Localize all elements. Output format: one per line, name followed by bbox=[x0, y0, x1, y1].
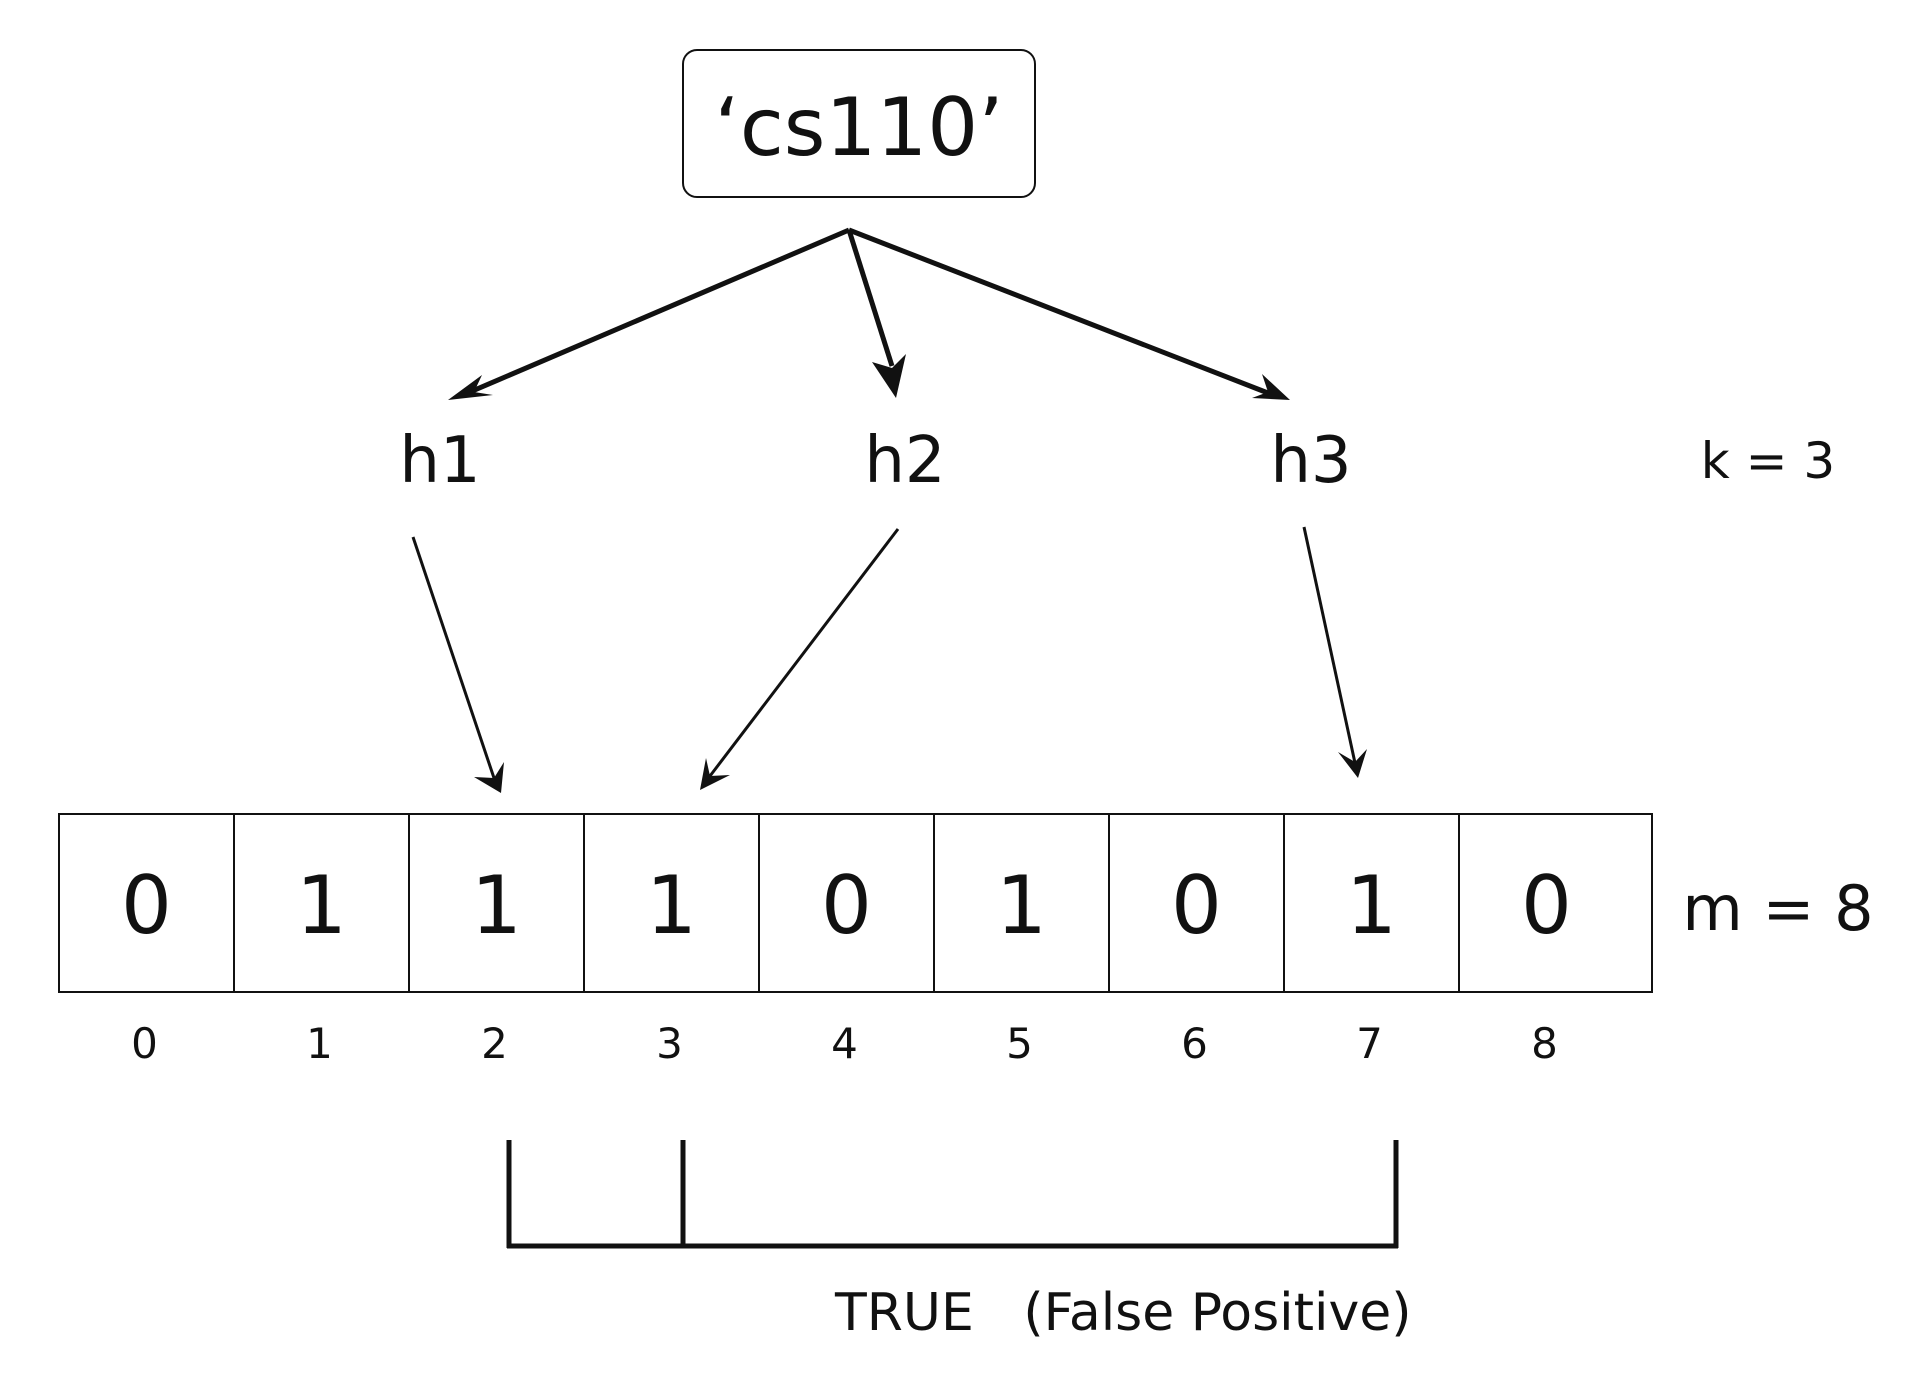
arrow-h2-to-bit bbox=[708, 528, 900, 777]
arrow-h3-to-bit bbox=[1302, 526, 1357, 764]
result-bracket bbox=[506, 1140, 1399, 1249]
bit-index-label: 3 bbox=[656, 1019, 683, 1068]
bit-cell bbox=[233, 813, 410, 993]
arrowhead-h1 bbox=[448, 375, 493, 400]
bit-cell bbox=[758, 813, 935, 993]
arrow-key-to-h2 bbox=[846, 229, 895, 367]
bit-value: 0 bbox=[1521, 859, 1572, 952]
bit-cell bbox=[1283, 813, 1460, 993]
m-label: m = 8 bbox=[1682, 872, 1873, 945]
key-box bbox=[682, 49, 1036, 198]
bit-array: 0 0 1 1 1 2 1 3 0 4 1 5 0 6 1 7 0 8 bbox=[58, 813, 1653, 1068]
arrow-h1-to-bit bbox=[411, 536, 496, 779]
bit-cell bbox=[933, 813, 1110, 993]
arrowhead-h2 bbox=[872, 354, 906, 398]
bit-value: 1 bbox=[1346, 859, 1397, 952]
bit-index-label: 8 bbox=[1531, 1019, 1558, 1068]
bit-value: 1 bbox=[471, 859, 522, 952]
bit-value: 0 bbox=[821, 859, 872, 952]
bit-index-label: 1 bbox=[306, 1019, 333, 1068]
bit-index-label: 7 bbox=[1356, 1019, 1383, 1068]
key-to-hash-arrowheads bbox=[448, 354, 1290, 400]
hash-label-h2: h2 bbox=[864, 424, 945, 498]
bit-index-label: 5 bbox=[1006, 1019, 1033, 1068]
bit-index-label: 0 bbox=[131, 1019, 158, 1068]
arrow-key-to-h1 bbox=[469, 227, 850, 395]
k-label: k = 3 bbox=[1701, 432, 1835, 490]
bit-value: 0 bbox=[1171, 859, 1222, 952]
bit-cell bbox=[1458, 813, 1653, 993]
bit-value: 1 bbox=[296, 859, 347, 952]
bit-cell bbox=[408, 813, 585, 993]
bit-value: 0 bbox=[121, 859, 172, 952]
arrowhead-bit-2 bbox=[474, 762, 504, 793]
arrowhead-bit-3 bbox=[700, 758, 730, 790]
key-to-hash-arrows bbox=[469, 227, 1269, 396]
bit-index-label: 2 bbox=[481, 1019, 508, 1068]
bit-cell bbox=[583, 813, 760, 993]
hash-to-bit-arrows bbox=[411, 526, 1357, 779]
hash-label-h1: h1 bbox=[399, 424, 480, 498]
arrow-key-to-h3 bbox=[848, 227, 1269, 396]
arrowhead-h3 bbox=[1252, 374, 1290, 400]
hash-to-bit-arrowheads bbox=[474, 749, 1367, 793]
bit-cell bbox=[58, 813, 235, 993]
bit-index-label: 4 bbox=[831, 1019, 858, 1068]
hash-label-h3: h3 bbox=[1270, 424, 1351, 498]
arrowhead-bit-7 bbox=[1338, 749, 1367, 778]
bit-index-label: 6 bbox=[1181, 1019, 1208, 1068]
bit-value: 1 bbox=[646, 859, 697, 952]
bit-value: 1 bbox=[996, 859, 1047, 952]
result-label: TRUE (False Positive) bbox=[834, 1283, 1412, 1343]
key-label: ‘cs110’ bbox=[714, 81, 1003, 174]
